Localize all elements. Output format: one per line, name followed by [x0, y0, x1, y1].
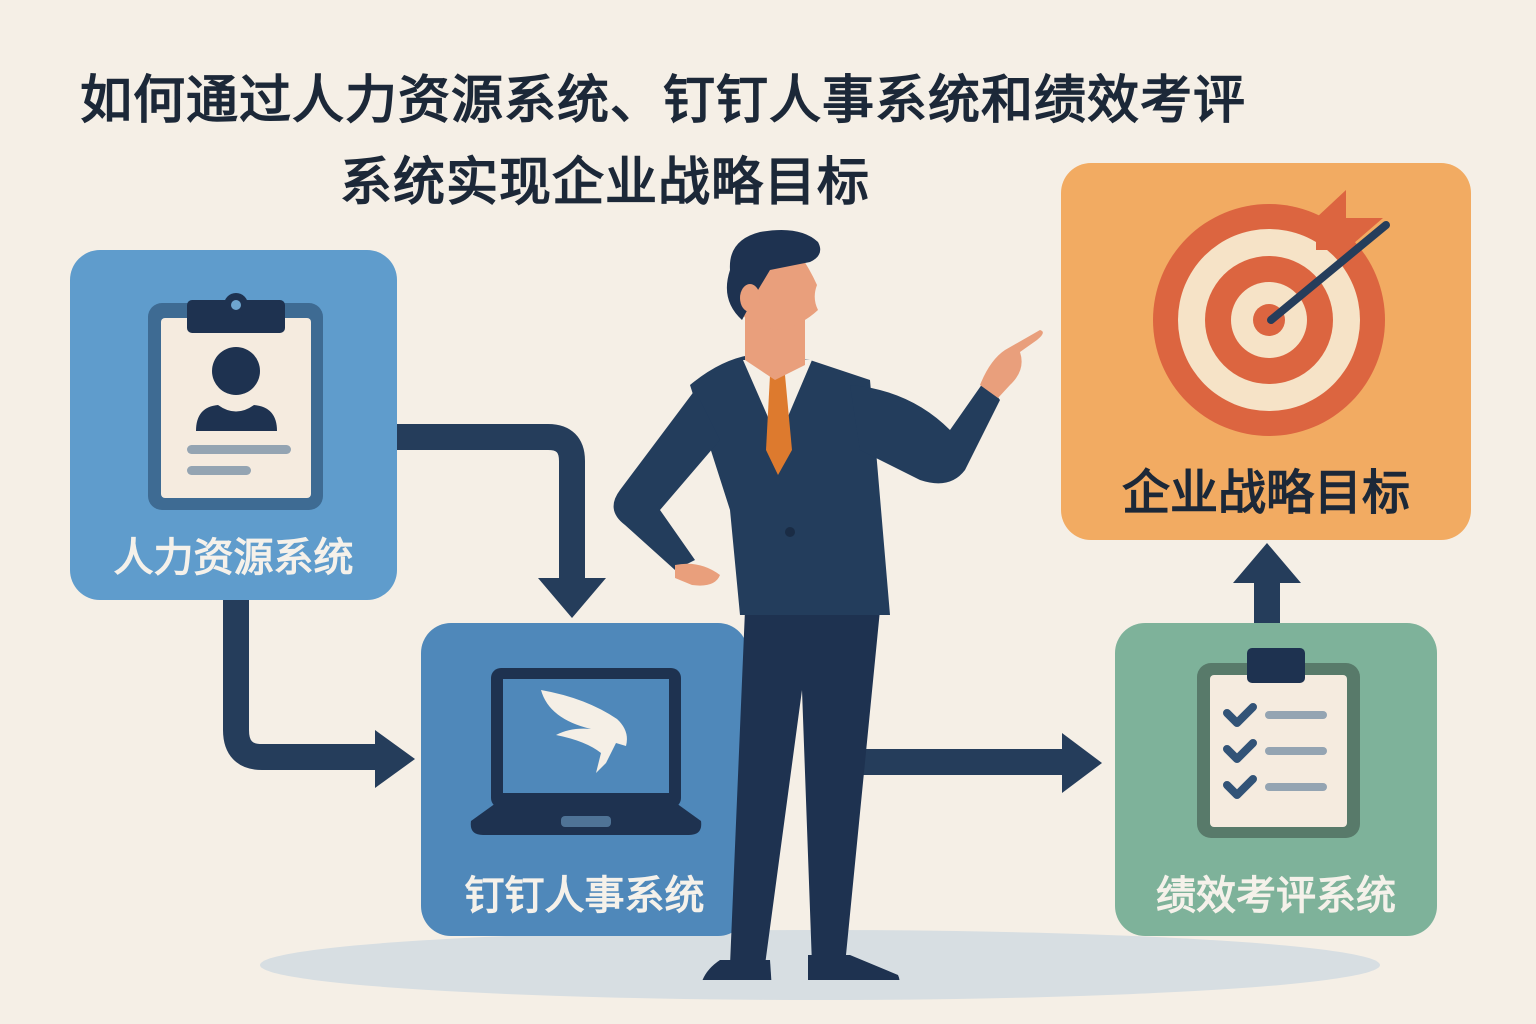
- target-arrow-icon: [1153, 190, 1390, 436]
- strategic-goal-label: 企业战略目标: [1121, 465, 1410, 521]
- node-dingtalk-system: 钉钉人事系统: [421, 623, 748, 936]
- performance-system-label: 绩效考评系统: [1156, 873, 1396, 919]
- node-performance-system: 绩效考评系统: [1115, 623, 1437, 936]
- laptop-dingtalk-icon: [470, 668, 702, 835]
- dingtalk-system-label: 钉钉人事系统: [464, 873, 705, 919]
- node-strategic-goal: 企业战略目标: [1061, 163, 1471, 540]
- page-title-line-1: 如何通过人力资源系统、钉钉人事系统和绩效考评: [80, 71, 1247, 131]
- page-title-line-2: 系统实现企业战略目标: [340, 153, 871, 213]
- businessman-pointing-icon: [613, 229, 1043, 980]
- hr-system-label: 人力资源系统: [113, 535, 354, 581]
- checklist-clipboard-icon: [1197, 648, 1360, 838]
- clipboard-profile-icon: [148, 293, 323, 510]
- node-hr-system: 人力资源系统: [70, 250, 397, 600]
